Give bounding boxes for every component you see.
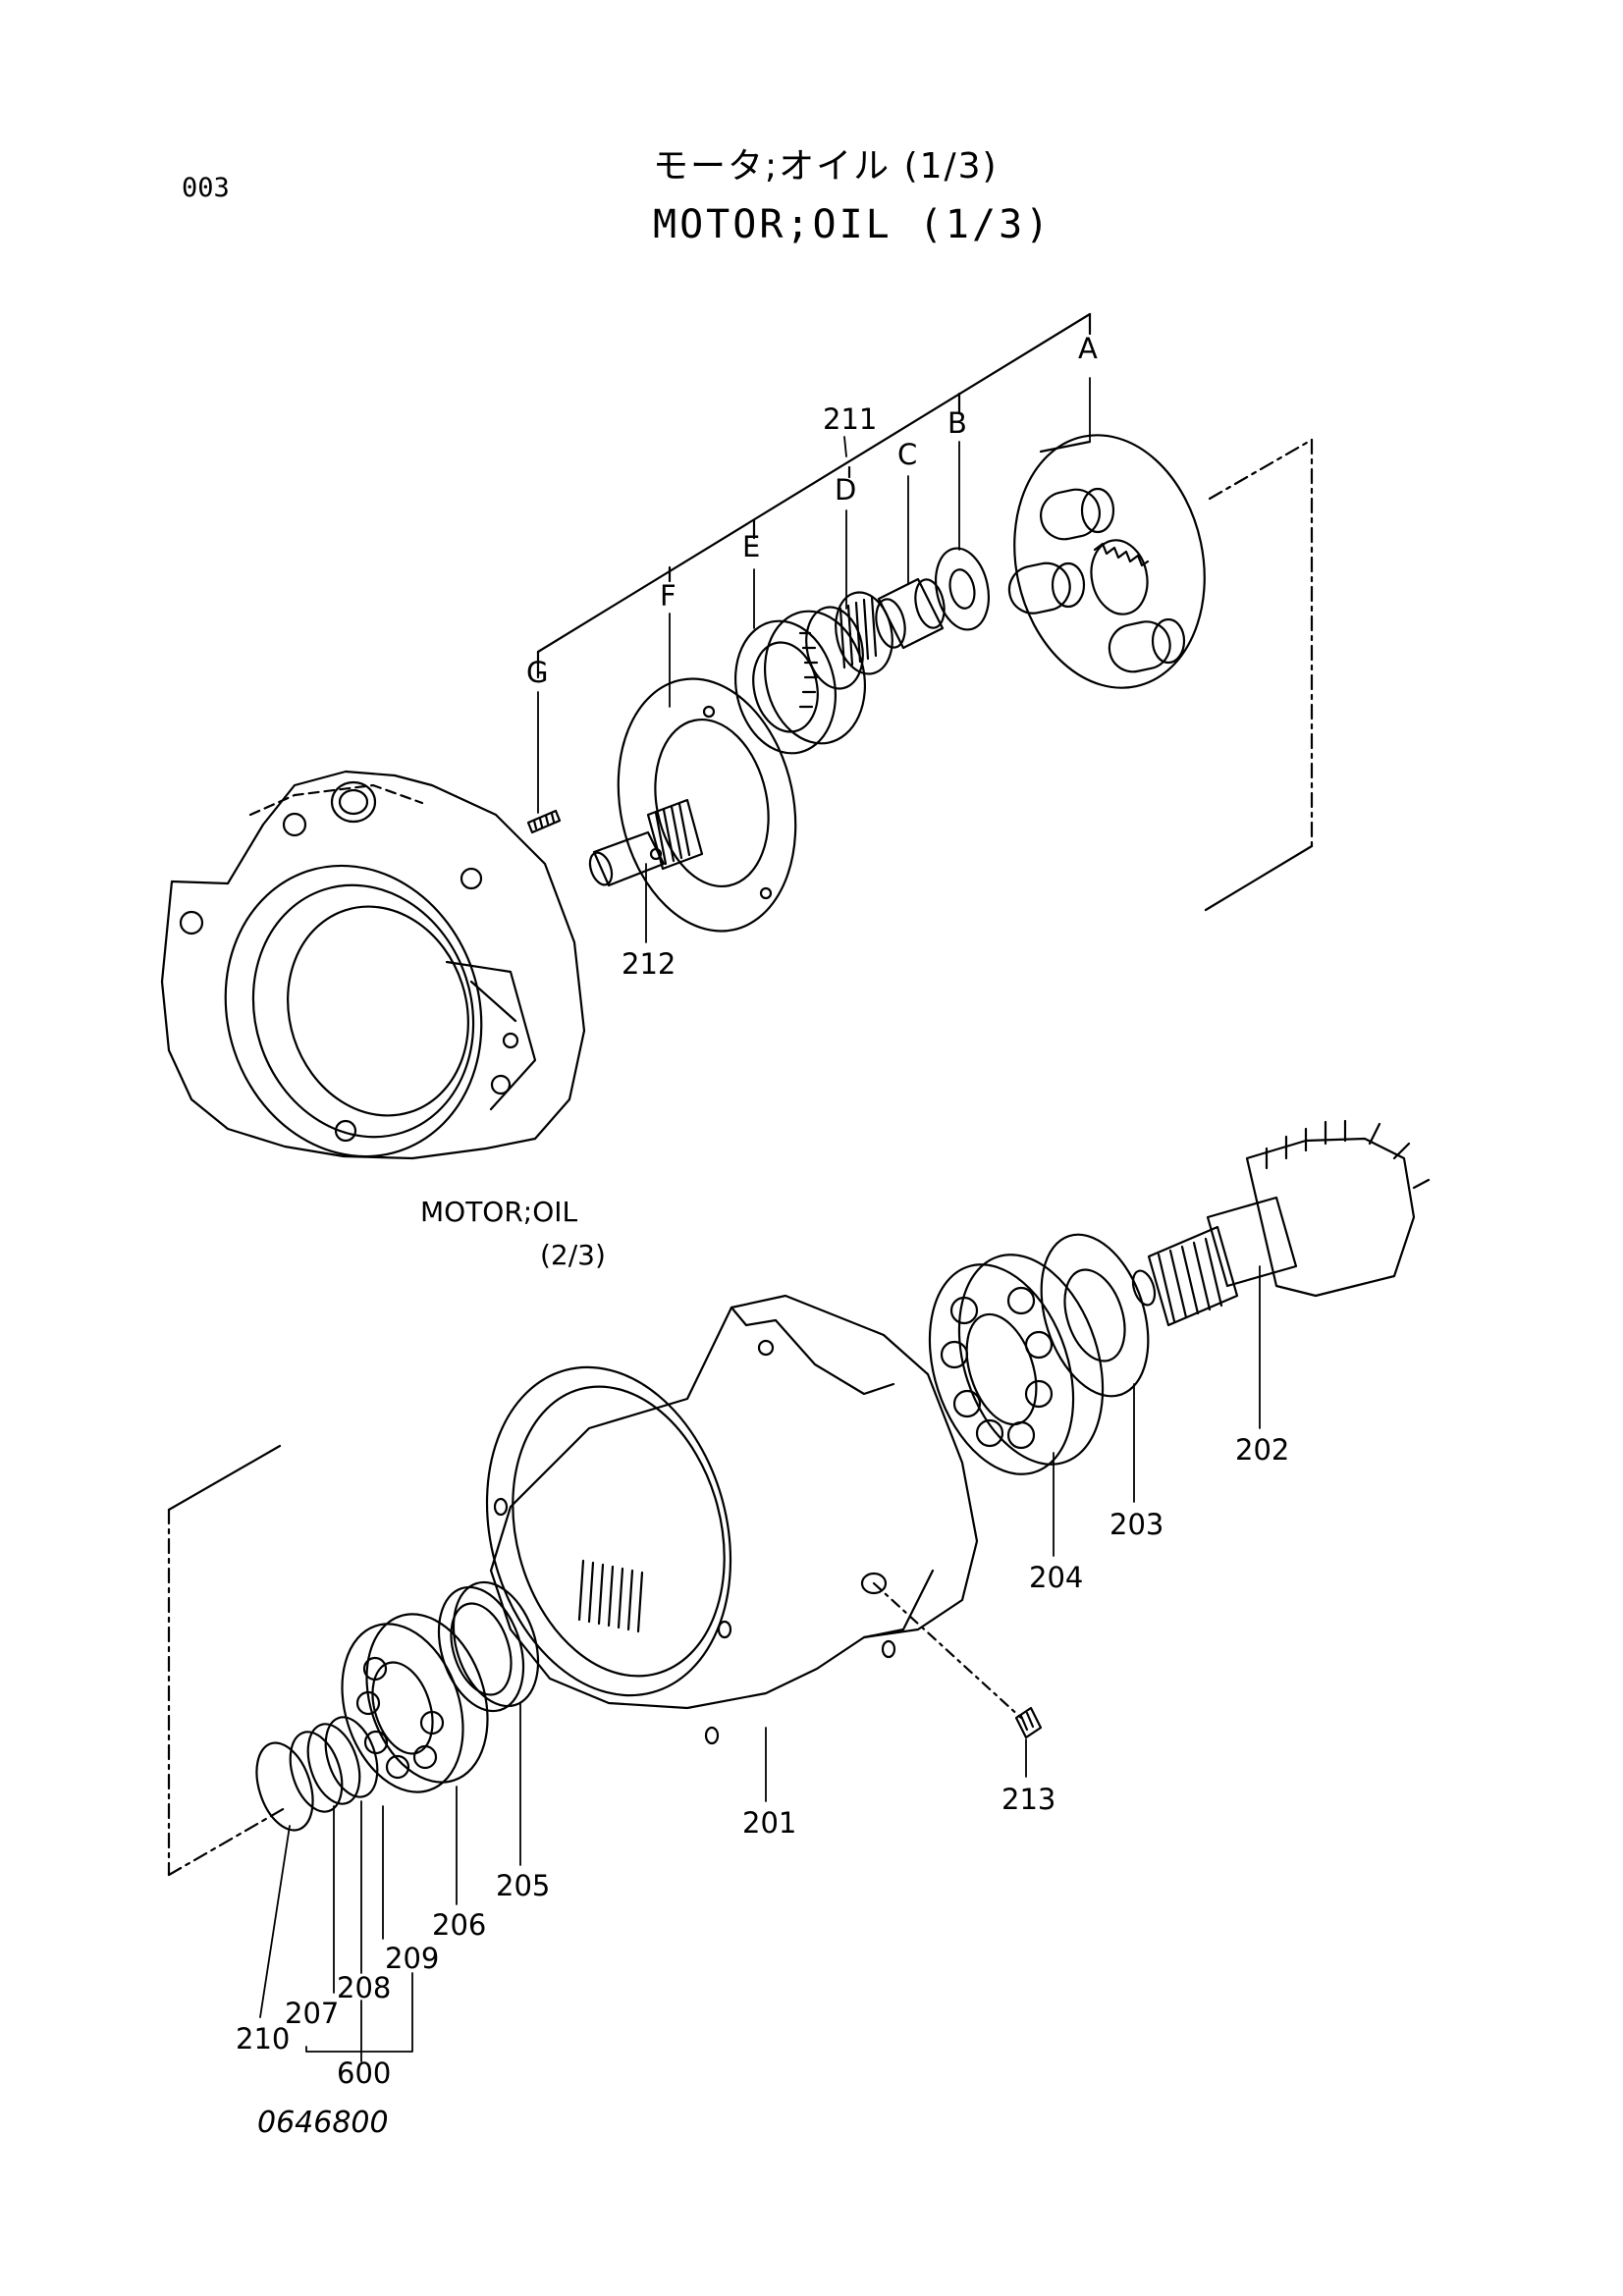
part-213-plug	[1014, 1706, 1043, 1739]
part-204-roller-bearing	[928, 1254, 1105, 1475]
part-c-sleeve	[875, 577, 946, 650]
callout-b: B	[947, 406, 967, 440]
callout-600: 600	[337, 2056, 392, 2090]
part-202-pinion-shaft	[1131, 1119, 1431, 1327]
callout-211: 211	[823, 402, 878, 436]
leader-lines	[259, 377, 1261, 2062]
title-japanese: モータ;オイル (1/3)	[653, 146, 999, 187]
upper-right-bracket	[1204, 438, 1314, 912]
upper-group-bracket	[536, 312, 1092, 679]
part-f-plate	[617, 677, 797, 933]
motor-housing-reference	[160, 770, 586, 1160]
callout-206: 206	[432, 1908, 487, 1942]
part-201-ring-housing	[485, 1294, 1023, 1745]
callout-205: 205	[496, 1869, 551, 1902]
callout-203: 203	[1109, 1508, 1164, 1541]
part-e-planet-gear	[733, 610, 867, 755]
callout-207: 207	[285, 1997, 340, 2030]
callout-a: A	[1078, 332, 1098, 365]
callout-201: 201	[742, 1806, 797, 1840]
reference-label-line1: MOTOR;OIL	[420, 1196, 578, 1228]
callout-212: 212	[622, 947, 676, 981]
callout-e: E	[742, 530, 761, 563]
reference-label-line2: (2/3)	[540, 1239, 606, 1271]
title-english: MOTOR;OIL (1/3)	[653, 202, 1053, 247]
callout-f: F	[660, 579, 676, 613]
callout-208: 208	[337, 1971, 392, 2004]
drawing-number: 0646800	[257, 2106, 389, 2140]
part-206-roller-bearing	[341, 1613, 489, 1793]
parts-rings-207-210	[255, 1716, 379, 1832]
part-b-washer	[935, 547, 990, 631]
callout-210: 210	[236, 2022, 291, 2056]
callout-202: 202	[1235, 1433, 1290, 1467]
callout-209: 209	[385, 1942, 440, 1975]
part-203-washer	[1040, 1233, 1150, 1398]
callout-g: G	[526, 656, 549, 689]
part-212-sun-shaft	[588, 798, 704, 887]
callout-d: D	[835, 473, 857, 507]
callout-204: 204	[1029, 1561, 1084, 1594]
part-a-carrier	[1007, 434, 1206, 689]
page-code: 003	[182, 173, 230, 203]
lower-left-bracket	[167, 1444, 287, 1877]
callout-c: C	[897, 438, 918, 471]
part-g-bolt	[526, 809, 562, 834]
callout-213: 213	[1001, 1783, 1056, 1816]
part-205-oil-seal	[437, 1580, 540, 1713]
